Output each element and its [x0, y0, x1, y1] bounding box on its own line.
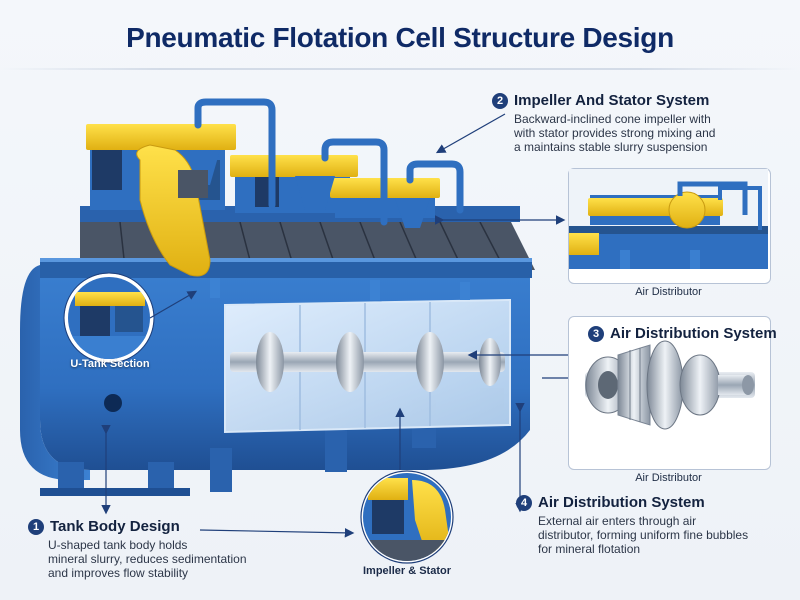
callout-heading: Air Distribution System: [538, 494, 705, 511]
callout-number-badge: 1: [28, 518, 44, 535]
tank-rim: [40, 260, 532, 278]
callout-heading: Tank Body Design: [50, 518, 180, 535]
callout-impeller-stator: 2 Impeller And Stator System Backward-in…: [492, 92, 715, 154]
page-title: Pneumatic Flotation Cell Structure Desig…: [126, 22, 674, 53]
callout-description: Backward-inclined cone impeller with wit…: [492, 112, 715, 154]
callout-air-distribution-3: 3 Air Distribution System: [588, 325, 777, 342]
callout-number-badge: 4: [516, 494, 532, 511]
air-distributor-part: [585, 340, 755, 430]
u-tank-section-label: U-Tank Section: [70, 358, 150, 370]
callout-number-badge: 2: [492, 92, 508, 109]
description-line: mineral slurry, reduces sedimentation: [48, 552, 247, 566]
description-line: a maintains stable slurry suspension: [514, 140, 708, 154]
callout-description: External air enters through air distribu…: [516, 514, 748, 556]
callout-tank-body: 1 Tank Body Design U-shaped tank body ho…: [28, 518, 247, 580]
air-pipes: [194, 98, 464, 226]
callout-heading: Air Distribution System: [610, 325, 777, 342]
title-divider: [0, 68, 800, 70]
description-line: and improves flow stability: [48, 566, 189, 580]
description-line: distributor, forming uniform fine bubble…: [538, 528, 749, 542]
impeller-stator-inset: [360, 470, 454, 564]
description-line: Backward-inclined cone impeller with: [514, 112, 711, 126]
description-line: for mineral flotation: [538, 542, 641, 556]
callout-description: U-shaped tank body holds mineral slurry,…: [28, 538, 247, 580]
drain-port: [104, 394, 122, 412]
callout-heading: Impeller And Stator System: [514, 92, 710, 109]
u-tank-inset: [63, 272, 155, 364]
description-line: U-shaped tank body holds: [48, 538, 188, 552]
gearbox: [178, 170, 208, 198]
leader-lines: [101, 113, 568, 538]
tank-end-cap: [20, 265, 90, 480]
air-distributor-top-label: Air Distributor: [635, 286, 702, 298]
air-distributor-machine-view: [569, 169, 768, 269]
callout-air-distribution-4: 4 Air Distribution System External air e…: [516, 494, 748, 556]
description-line: with stator provides strong mixing and: [514, 126, 716, 140]
description-line: External air enters through air: [538, 514, 697, 528]
callout-number-badge: 3: [588, 325, 604, 342]
rim-brackets: [210, 278, 470, 300]
air-distributor-middle-label: Air Distributor: [635, 472, 702, 484]
flotation-machine: [20, 98, 535, 496]
impeller-discs: [256, 332, 501, 392]
impeller-stator-label: Impeller & Stator: [362, 565, 452, 577]
